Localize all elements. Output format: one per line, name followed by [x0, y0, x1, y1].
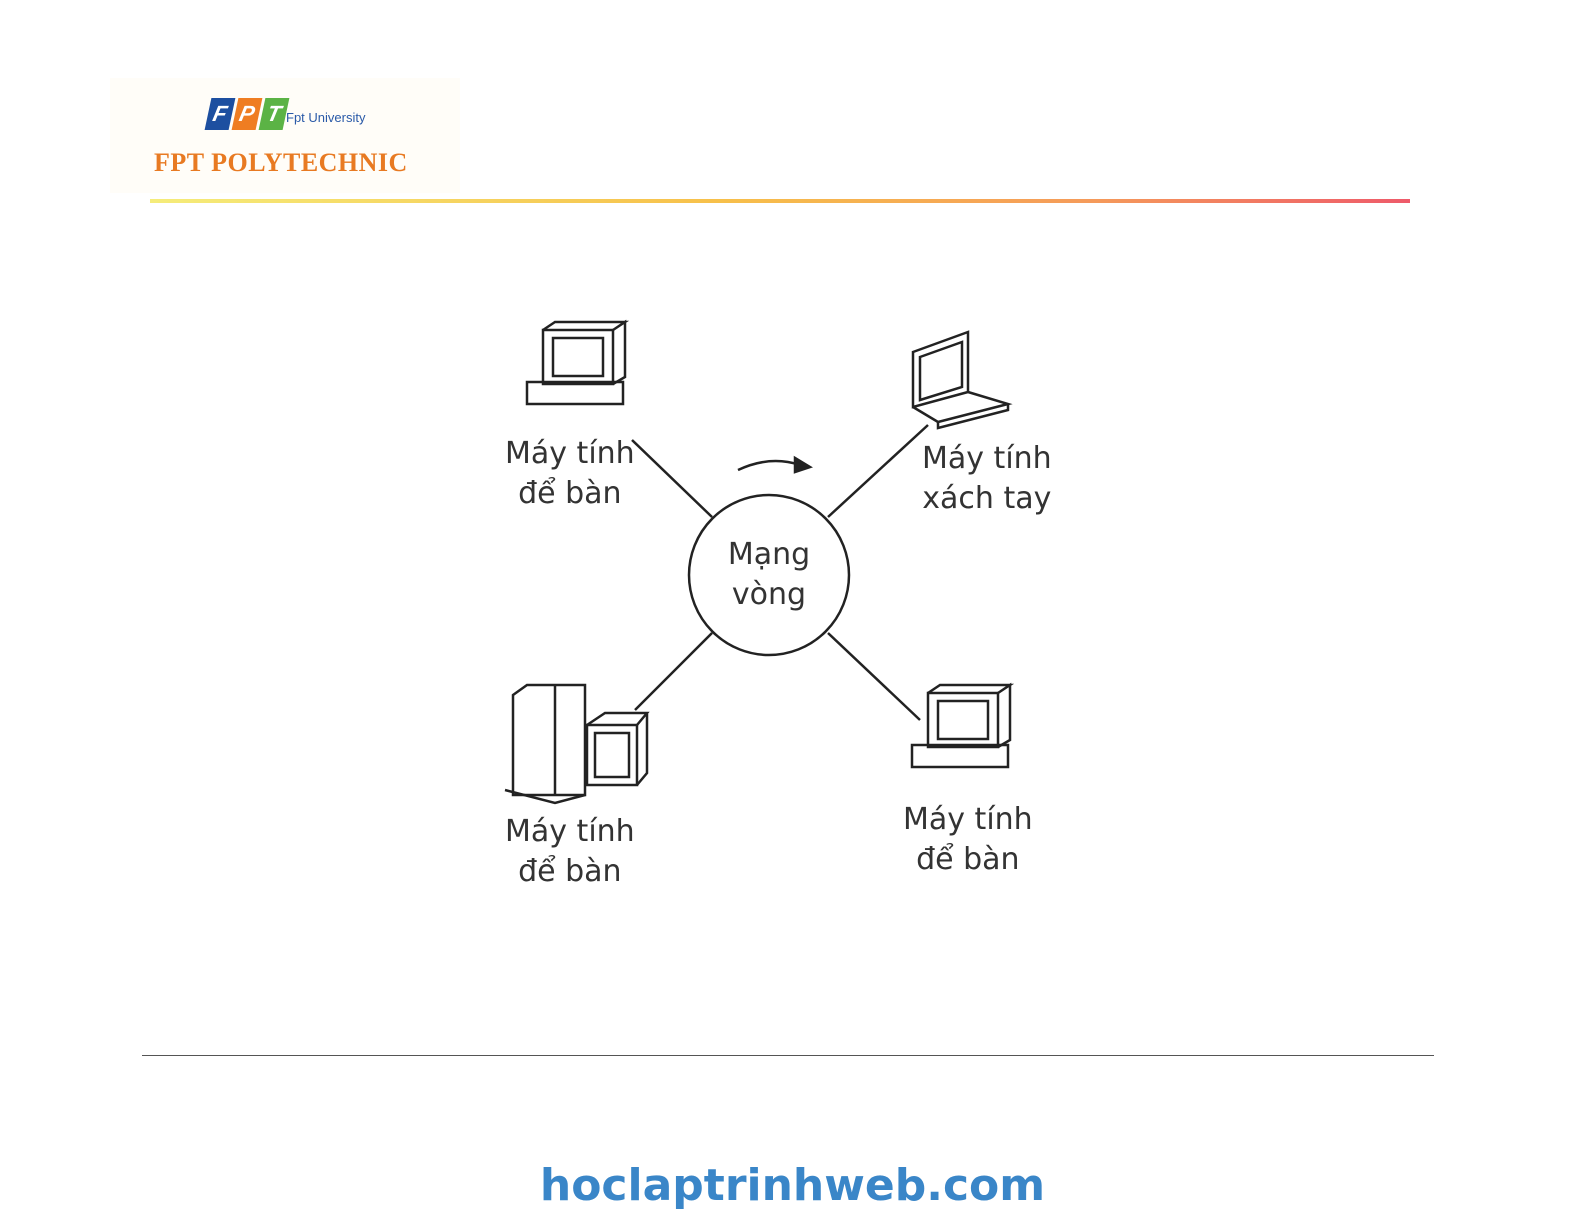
- node-label: Máy tính để bàn: [505, 814, 635, 889]
- node-label: Máy tính xách tay: [922, 441, 1052, 516]
- ring-label: Mạng vòng: [727, 537, 811, 612]
- logo-university: Fpt University: [286, 110, 366, 125]
- link-line: [827, 632, 921, 721]
- fpt-polytechnic-logo: F P T Fpt University FPT POLYTECHNIC: [110, 78, 460, 193]
- logo-name: FPT POLYTECHNIC: [154, 148, 408, 177]
- header-divider: [150, 199, 1410, 203]
- footer-divider: [142, 1055, 1434, 1056]
- direction-arrow-icon: [737, 455, 813, 474]
- desktop-computer-icon: [910, 682, 1015, 769]
- desktop-computer-icon: [525, 319, 630, 406]
- laptop-computer-icon: [911, 330, 1013, 430]
- link-line: [827, 424, 929, 518]
- node-label: Máy tính để bàn: [903, 802, 1033, 877]
- tower-computer-icon: [504, 683, 650, 805]
- node-label: Máy tính để bàn: [505, 436, 635, 511]
- link-line: [634, 632, 713, 711]
- watermark: hoclaptrinhweb.com: [539, 1160, 1046, 1211]
- ring-node: [687, 493, 851, 657]
- link-line: [631, 439, 713, 518]
